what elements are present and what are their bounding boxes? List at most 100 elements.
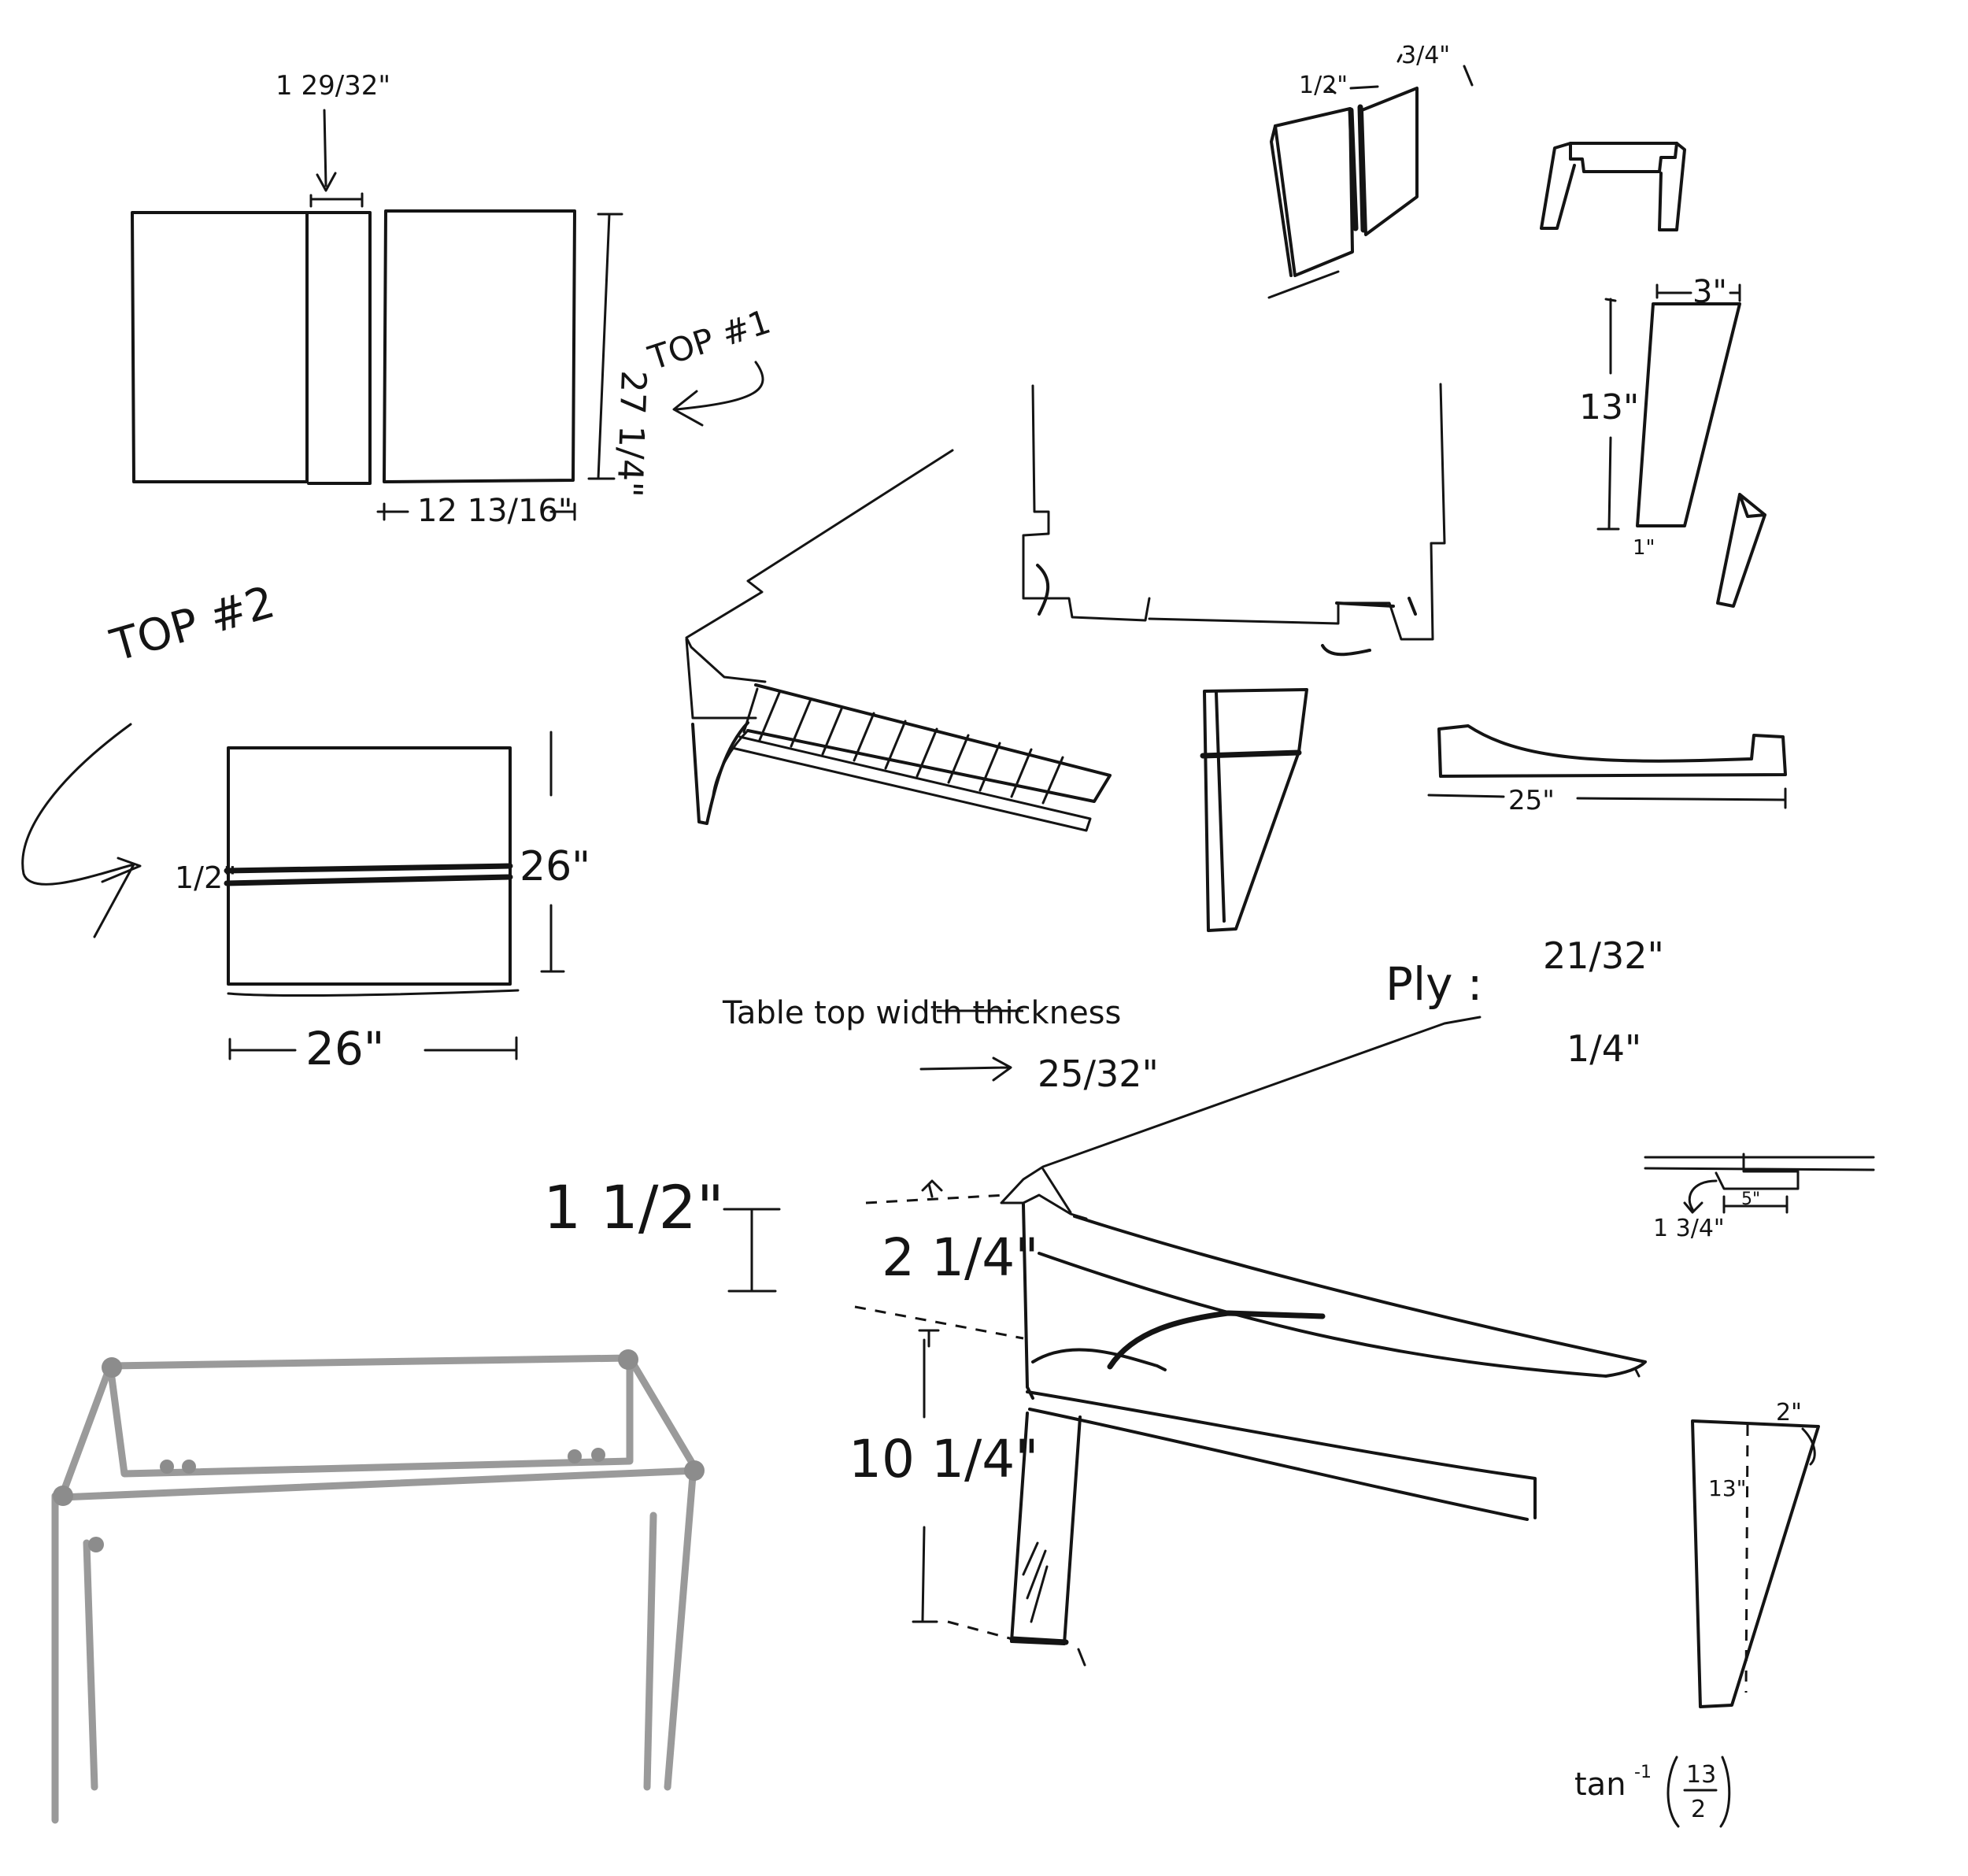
joint-base-line [1267, 270, 1340, 299]
notch-top [1569, 142, 1678, 173]
corner-apron-hatch [742, 687, 1064, 805]
notch-left-leg [1540, 142, 1576, 230]
apron-profile-outline [1437, 724, 1787, 778]
small-detail-section [1644, 1153, 1875, 1190]
table-apron-lower-2 [1028, 1408, 1529, 1521]
leg-taper-detail: 3" 13" 1" [1579, 274, 1766, 608]
top1-center-strip [305, 211, 372, 485]
top1-strip-label: 1 29/32" [276, 70, 390, 102]
top2-height-label: 26" [520, 843, 590, 890]
table-leg-dimension [912, 1338, 938, 1623]
top1-height-label: 27 1/4" [609, 370, 653, 498]
ply-value-2: 1/4" [1567, 1027, 1641, 1070]
angle-height-label: 13" [1708, 1475, 1747, 1501]
table-apron-end [1634, 1368, 1641, 1378]
ply-value-1: 21/32" [1543, 934, 1664, 977]
top2-plan: TOP #2 1/2" 26" 26" [21, 576, 590, 1075]
leg-taper-outline [1636, 302, 1741, 527]
corner-apron-bottom [731, 735, 1092, 832]
top2-title: TOP #2 [105, 576, 280, 672]
small-detail: 5" 1 3/4" [1644, 1153, 1875, 1242]
corner-top-edge [685, 449, 954, 683]
corner-perspective [685, 449, 1112, 832]
leg-top-dimension [1655, 283, 1741, 302]
pencil-corner-1 [102, 1357, 122, 1378]
top1-plan: 1 29/32" 27 1/4" 12 13/16" TOP #1 [131, 70, 775, 529]
table-apron-bottom-front [1031, 1348, 1167, 1371]
pencil-bolt-5 [88, 1537, 104, 1552]
table-dimension-leaders [854, 1193, 1024, 1641]
angle-triangle [1691, 1419, 1820, 1708]
angle-formula-numerator: 13 [1686, 1761, 1716, 1789]
joint-right-block [1360, 87, 1419, 236]
corner-front-edge [685, 638, 757, 720]
top1-right-board [383, 209, 576, 483]
table-leg-height-label: 10 1/4" [849, 1429, 1039, 1489]
joint-slot [1348, 104, 1367, 233]
top1-strip-arrow [316, 109, 337, 192]
leg-height-label: 13" [1579, 387, 1639, 427]
pencil-table [51, 1349, 705, 1824]
small-detail-width: 1 3/4" [1653, 1215, 1725, 1242]
top2-seam-label: 1/2" [175, 860, 237, 895]
table-leg-foot [1009, 1636, 1069, 1645]
top2-width-label: 26" [305, 1022, 384, 1075]
leg-elevation-inner [1215, 691, 1226, 923]
table-perspective: 1 1/2" 2 1/4" 10 1/4" [543, 1016, 1647, 1667]
angle-formula-prefix: tan [1574, 1767, 1626, 1803]
leg-height-dimension [1596, 298, 1620, 531]
angle-formula-brackets [1667, 1756, 1731, 1828]
pencil-table-legs [51, 1472, 697, 1824]
joint-left-block [1274, 107, 1354, 277]
table-top-back-edge [1000, 1016, 1482, 1220]
notch-detail [1540, 142, 1686, 231]
top2-width-dimension [228, 1036, 518, 1060]
apron-length-label: 25" [1508, 785, 1555, 816]
front-left-corner [1022, 384, 1151, 622]
joint-right-dim [1396, 54, 1474, 87]
table-thickness-glyph [723, 1208, 781, 1293]
pencil-table-inner [106, 1356, 634, 1478]
top2-board [227, 746, 512, 986]
notch-right-leg [1658, 142, 1686, 231]
front-right-corner [1148, 383, 1446, 641]
angle-detail: 2" 13" tan -1 13 2 [1574, 1399, 1820, 1828]
leg-elevation-outline [1203, 688, 1308, 932]
front-right-bracket [1321, 597, 1417, 657]
joint-left-side [1270, 124, 1293, 277]
top1-arrow [672, 361, 764, 427]
small-detail-offset: 5" [1741, 1190, 1760, 1209]
pencil-bolt-2 [182, 1460, 196, 1474]
corner-apron-top [746, 683, 1112, 803]
top2-edge [227, 989, 520, 997]
table-top-note: Table top width thickness [722, 995, 1121, 1031]
pencil-corner-4 [53, 1486, 73, 1506]
joint-right-label: 3/4" [1401, 42, 1450, 69]
top1-height-dimension [587, 213, 623, 480]
joint-left-label: 1/2" [1299, 72, 1348, 99]
top1-title: TOP #1 [643, 302, 775, 378]
joint-left-dim [1327, 85, 1379, 94]
table-top-arrow [919, 1056, 1012, 1082]
pencil-bolt-1 [160, 1460, 174, 1474]
leg-bottom-label: 1" [1633, 536, 1655, 560]
table-top-thickness-label: 1 1/2" [543, 1172, 724, 1242]
table-top-thickness: 25/32" [1038, 1053, 1159, 1095]
ply-label: Ply : [1385, 957, 1482, 1011]
joint-detail: 1/2" 3/4" [1267, 42, 1474, 299]
table-apron-dim-arrows [918, 1179, 943, 1348]
apron-profile: 25" [1427, 724, 1787, 816]
top2-arrow [21, 723, 142, 938]
table-bracket [1107, 1310, 1326, 1370]
top1-strip-dimension [309, 192, 364, 208]
leg-elevation [1200, 688, 1308, 932]
angle-arc [1801, 1427, 1816, 1466]
angle-center-line [1744, 1424, 1749, 1693]
pencil-corner-2 [618, 1349, 638, 1370]
pencil-corner-3 [684, 1460, 705, 1481]
front-view [1022, 383, 1446, 657]
top1-left-board [131, 211, 309, 483]
pencil-bolt-3 [568, 1449, 582, 1463]
pencil-bolt-4 [591, 1448, 605, 1462]
table-apron-side [1038, 1215, 1647, 1378]
